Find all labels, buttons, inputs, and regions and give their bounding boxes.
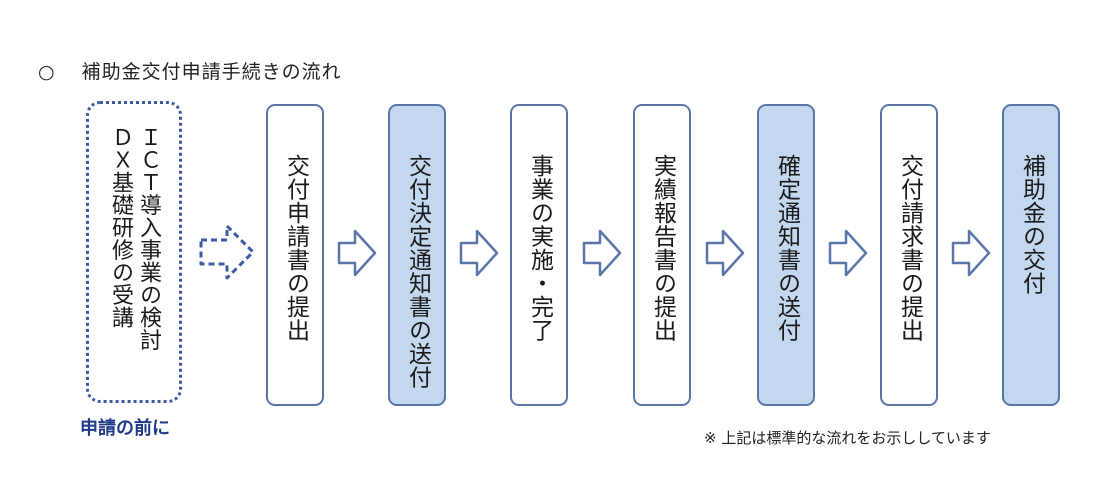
step-label-3: 事業の実施・完了 xyxy=(526,154,553,342)
pre-step-line-2: ＤＸ基礎研修の受講 xyxy=(108,126,133,329)
pre-step-caption: 申請の前に xyxy=(80,418,170,439)
arrow-icon xyxy=(951,229,991,277)
step-label-6: 交付請求書の提出 xyxy=(896,154,923,342)
pre-application-box: ＩＣＴ導入事業の検討 ＤＸ基礎研修の受講 xyxy=(86,101,182,403)
step-label-1: 交付申請書の提出 xyxy=(282,154,309,342)
step-box-4: 実績報告書の提出 xyxy=(633,104,691,406)
page-title: ○ 補助金交付申請手続きの流れ xyxy=(38,57,342,84)
arrow-icon xyxy=(828,229,868,277)
step-box-2: 交付決定通知書の送付 xyxy=(388,104,446,406)
arrow-icon xyxy=(582,229,622,277)
dashed-arrow-icon xyxy=(199,224,255,280)
step-label-4: 実績報告書の提出 xyxy=(649,154,676,342)
circle-marker: ○ xyxy=(38,61,56,83)
step-label-7: 補助金の交付 xyxy=(1018,154,1045,295)
arrow-icon xyxy=(459,229,499,277)
footnote: ※ 上記は標準的な流れをお示ししています xyxy=(704,429,991,447)
step-box-3: 事業の実施・完了 xyxy=(510,104,568,406)
step-label-5: 確定通知書の送付 xyxy=(773,154,800,342)
pre-step-line-1: ＩＣＴ導入事業の検討 xyxy=(136,126,161,351)
step-label-2: 交付決定通知書の送付 xyxy=(404,154,431,389)
step-box-5: 確定通知書の送付 xyxy=(757,104,815,406)
arrow-icon xyxy=(705,229,745,277)
title-text: 補助金交付申請手続きの流れ xyxy=(81,61,342,83)
step-box-7: 補助金の交付 xyxy=(1002,104,1060,406)
step-box-6: 交付請求書の提出 xyxy=(880,104,938,406)
step-box-1: 交付申請書の提出 xyxy=(266,104,324,406)
arrow-icon xyxy=(337,229,377,277)
